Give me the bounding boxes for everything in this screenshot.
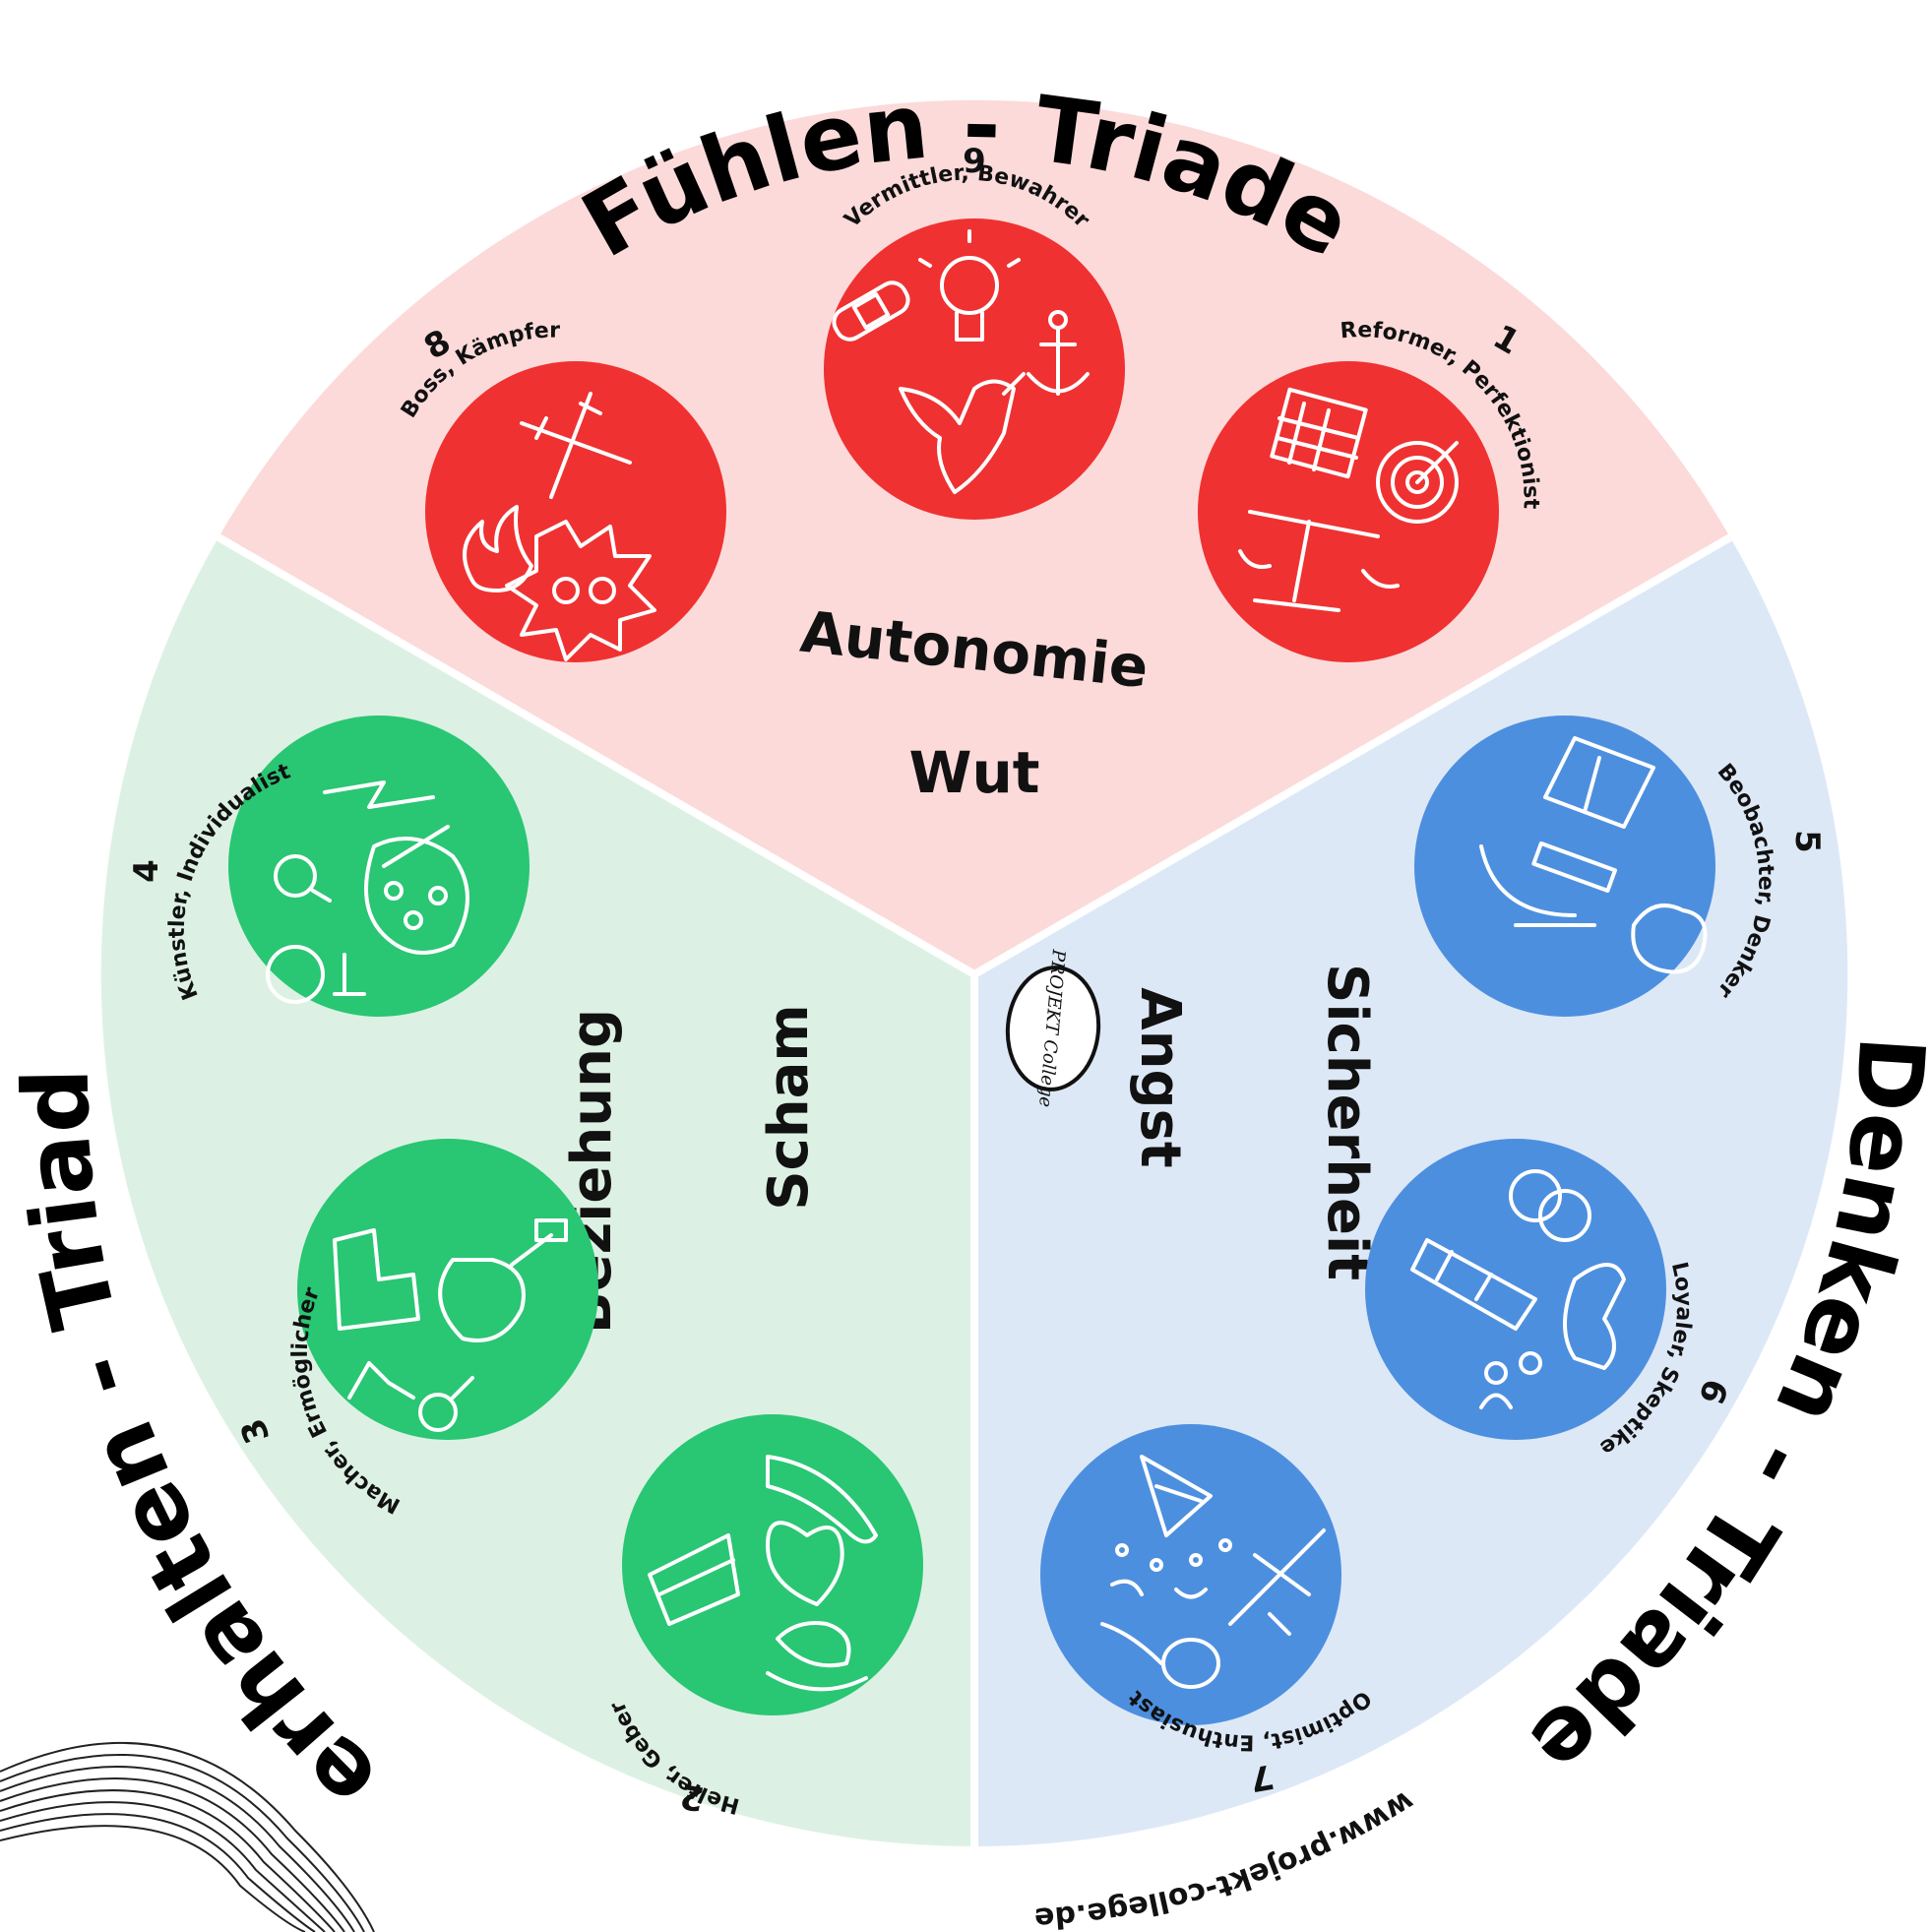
type-7: 7 Optimist, Enthusiast [1040, 1424, 1376, 1799]
confetti-icon [1110, 1538, 1232, 1599]
explosion-icon [505, 520, 656, 661]
lightbulb-icon [274, 854, 332, 903]
cake-icon [648, 1533, 740, 1626]
type-9-circle [824, 218, 1125, 520]
type-5-number: 5 [1787, 830, 1827, 853]
type-9-number: 9 [963, 142, 986, 181]
type-4-number: 4 [127, 859, 166, 883]
type-8-circle [425, 361, 726, 662]
decorative-wave-lines [0, 1741, 375, 1932]
dove-icon [899, 372, 1026, 494]
book-icon [1543, 736, 1655, 829]
anchor-icon [1027, 310, 1090, 396]
think-emotion-label: Angst [1128, 987, 1192, 1167]
crossed-swords-icon [520, 392, 632, 499]
helping-hand-icon [766, 1455, 878, 1544]
airplane-icon [1228, 1528, 1326, 1636]
heart-icon [766, 1521, 844, 1606]
palette-icon [364, 825, 469, 955]
mirror-icon [266, 945, 366, 1004]
type-8: 8 Boss, Kämpfer [397, 319, 726, 662]
balloon-icon [1100, 1622, 1220, 1689]
fire-icon [463, 505, 533, 592]
type-1-circle [1198, 361, 1499, 662]
type-3: 3 Macher, Ermöglicher [233, 1139, 598, 1518]
microscope-icon [1479, 841, 1618, 927]
trophy-icon [438, 1218, 568, 1342]
podium-icon [333, 1228, 420, 1331]
think-need-label: Sicherheit [1315, 964, 1379, 1280]
rings-icon [1509, 1169, 1591, 1242]
dinosaur-icon [1563, 1263, 1626, 1370]
target-icon [1376, 441, 1459, 524]
sector-dividers [216, 533, 1733, 1846]
type-9: 9 Vermittler, Bewahrer [824, 142, 1125, 520]
type-4-circle [228, 716, 530, 1017]
type-7-circle [1040, 1424, 1341, 1725]
lightning-icon [323, 780, 435, 809]
people-icon [1479, 1351, 1542, 1409]
scales-icon [1238, 510, 1400, 612]
act-emotion-label: Scham [757, 1004, 821, 1211]
lightbulb-icon [918, 229, 1021, 342]
projekt-college-logo: PROJEKT College [1005, 948, 1101, 1108]
mountain-icon [347, 1361, 415, 1400]
bandage-icon [832, 280, 910, 342]
lighthouse-icon [1410, 1238, 1537, 1331]
feel-emotion-label: Wut [909, 739, 1040, 806]
type-3-circle [297, 1139, 598, 1440]
award-badge-icon [418, 1376, 474, 1432]
brain-icon [1631, 904, 1708, 974]
party-hat-icon [1140, 1455, 1213, 1537]
calendar-icon [1270, 387, 1368, 479]
teacup-icon [766, 1621, 868, 1692]
